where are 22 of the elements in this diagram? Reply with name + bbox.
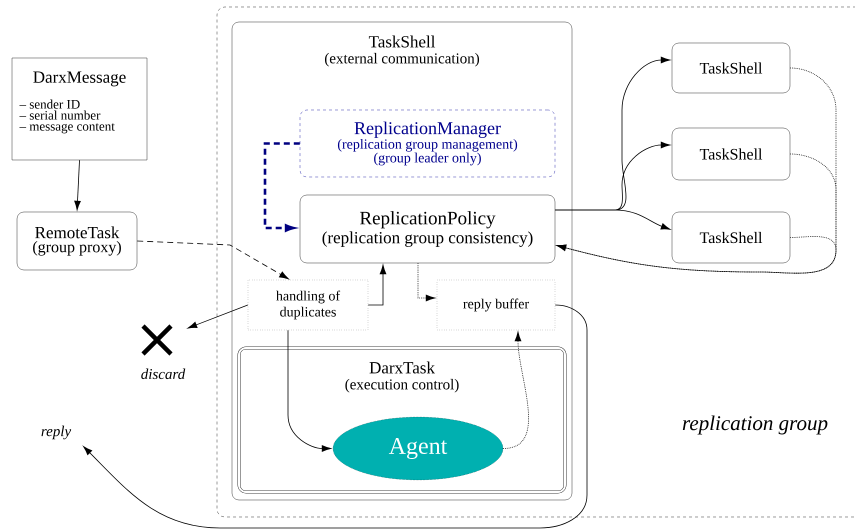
process-box: TaskShell xyxy=(672,42,790,94)
arrow xyxy=(556,236,836,274)
process-box: ReplicationPolicy (replication group consistency) xyxy=(300,194,556,264)
process-box: TaskShell xyxy=(672,128,790,180)
discard-cross: discard xyxy=(140,324,186,380)
reply-label: reply xyxy=(42,426,72,440)
manager-box: ReplicationManager (replication group management) (group leader only) xyxy=(300,110,556,178)
arrow xyxy=(264,142,300,232)
arrow xyxy=(188,304,248,328)
arrow xyxy=(502,332,529,449)
message-box: DarxMessage – sender ID – serial number – message content xyxy=(12,58,148,160)
arrow xyxy=(368,264,386,306)
arrow xyxy=(554,210,670,230)
arrow xyxy=(418,262,436,302)
buffer-box: handling of duplicates xyxy=(248,280,368,330)
process-box: RemoteTask (group proxy) xyxy=(16,212,138,270)
buffer-box: reply buffer xyxy=(436,280,556,330)
arrow xyxy=(136,240,289,280)
arrow xyxy=(288,330,332,452)
arrow xyxy=(83,304,588,528)
arrow xyxy=(74,160,81,210)
process-box: TaskShell xyxy=(672,212,790,264)
